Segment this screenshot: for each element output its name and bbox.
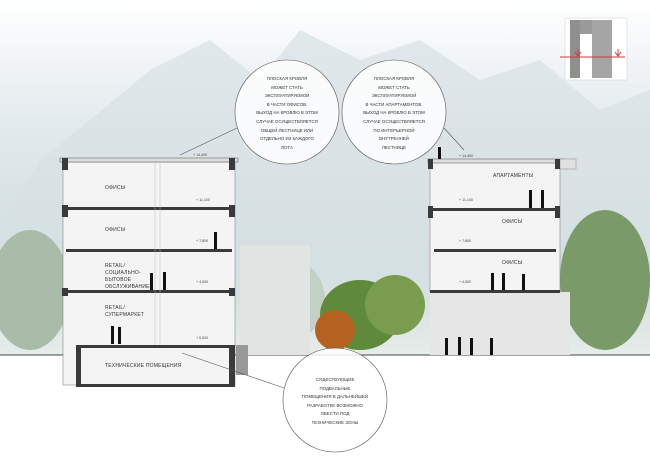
background-building <box>240 245 310 355</box>
floor-label-right-3: ОФИСЫ <box>502 260 523 266</box>
floor-label-left-3: RETAIL/ СОЦИАЛЬНО- БЫТОВОЕ ОБСЛУЖИВАНИЕ <box>105 263 150 290</box>
level-mark: + 0,000 <box>196 336 209 340</box>
callout-basement: СУЩЕСТВУЮЩИЕ ПОДВАЛЬНЫЕ ПОМЕЩЕНИЯ В ДАЛЬ… <box>301 377 369 425</box>
level-mark: + 14,400 <box>193 153 208 157</box>
callout-bubbles <box>179 59 465 453</box>
callout-roof-apartments: ПЛОСКАЯ КРОВЛЯ МОЖЕТ СТАТЬ ЭКСПЛУАТИРУЕМ… <box>363 76 425 150</box>
floor-label-left-2: RETAIL/ СУПЕРМАРКЕТ <box>105 305 145 318</box>
trees <box>0 210 650 350</box>
right-building-section <box>427 158 577 355</box>
floor-label-right-4: ОФИСЫ <box>502 219 523 225</box>
section-arrow-icon <box>614 49 622 57</box>
callout-roof-offices: ПЛОСКАЯ КРОВЛЯ МОЖЕТ СТАТЬ ЭКСПЛУАТИРУЕМ… <box>256 76 318 150</box>
level-mark: + 11,100 <box>196 198 210 202</box>
section-arrow-icon <box>574 49 582 57</box>
people-silhouettes <box>111 147 544 355</box>
level-mark: + 14,400 <box>459 154 474 158</box>
floor-label-right-5: АПАРТАМЕНТЫ <box>493 173 534 179</box>
level-mark: + 7,800 <box>459 239 472 243</box>
level-mark: + 4,500 <box>196 280 209 284</box>
floor-label-left-basement: ТЕХНИЧЕСКИЕ ПОМЕЩЕНИЯ <box>105 363 182 369</box>
level-mark: + 7,800 <box>196 239 209 243</box>
floor-label-left-5: ОФИСЫ <box>105 185 126 191</box>
key-plan <box>560 17 628 81</box>
level-mark: + 4,500 <box>459 280 472 284</box>
left-building-section <box>59 157 248 387</box>
level-mark: + 11,100 <box>459 198 473 202</box>
floor-label-left-4: ОФИСЫ <box>105 227 126 233</box>
